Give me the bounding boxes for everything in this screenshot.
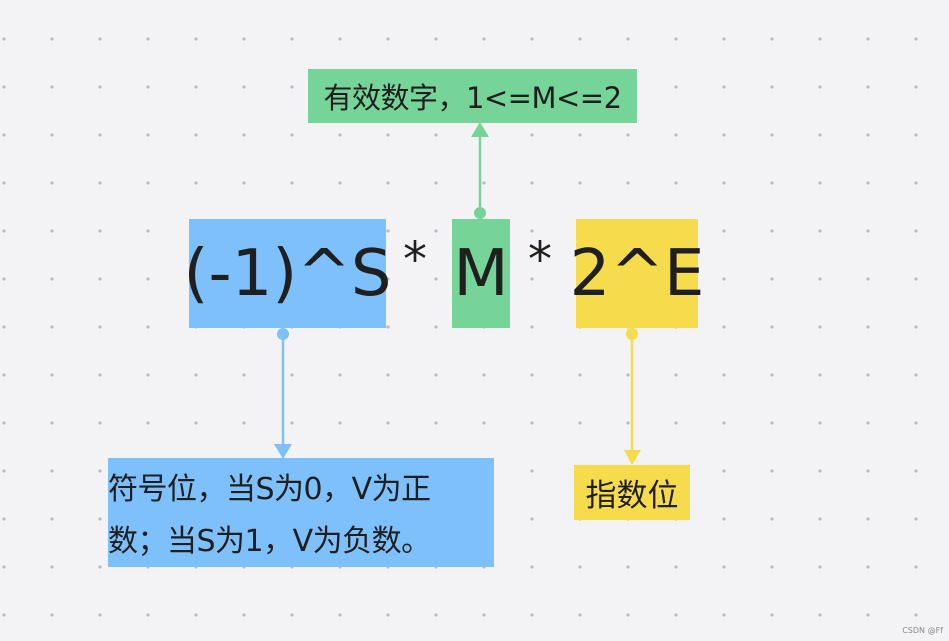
mantissa-label: 有效数字，1<=M<=2	[308, 69, 637, 123]
mantissa-term: M	[452, 219, 510, 328]
mantissa-connector	[471, 122, 489, 219]
sign-connector	[274, 328, 292, 459]
sign-term: (-1)^S	[184, 219, 392, 328]
multiply-operator-2: *	[528, 232, 552, 288]
exponent-connector	[624, 328, 641, 465]
sign-label-line-2: 数；当S为1，V为负数。	[108, 524, 431, 559]
exponent-term: 2^E	[570, 219, 704, 328]
exponent-label: 指数位	[574, 465, 690, 520]
sign-label-line-1: 符号位，当S为0，V为正	[108, 472, 431, 507]
multiply-operator-1: *	[403, 232, 427, 288]
sign-label: 符号位，当S为0，V为正 数；当S为1，V为负数。	[108, 458, 494, 567]
watermark: CSDN @Ff	[902, 626, 943, 635]
